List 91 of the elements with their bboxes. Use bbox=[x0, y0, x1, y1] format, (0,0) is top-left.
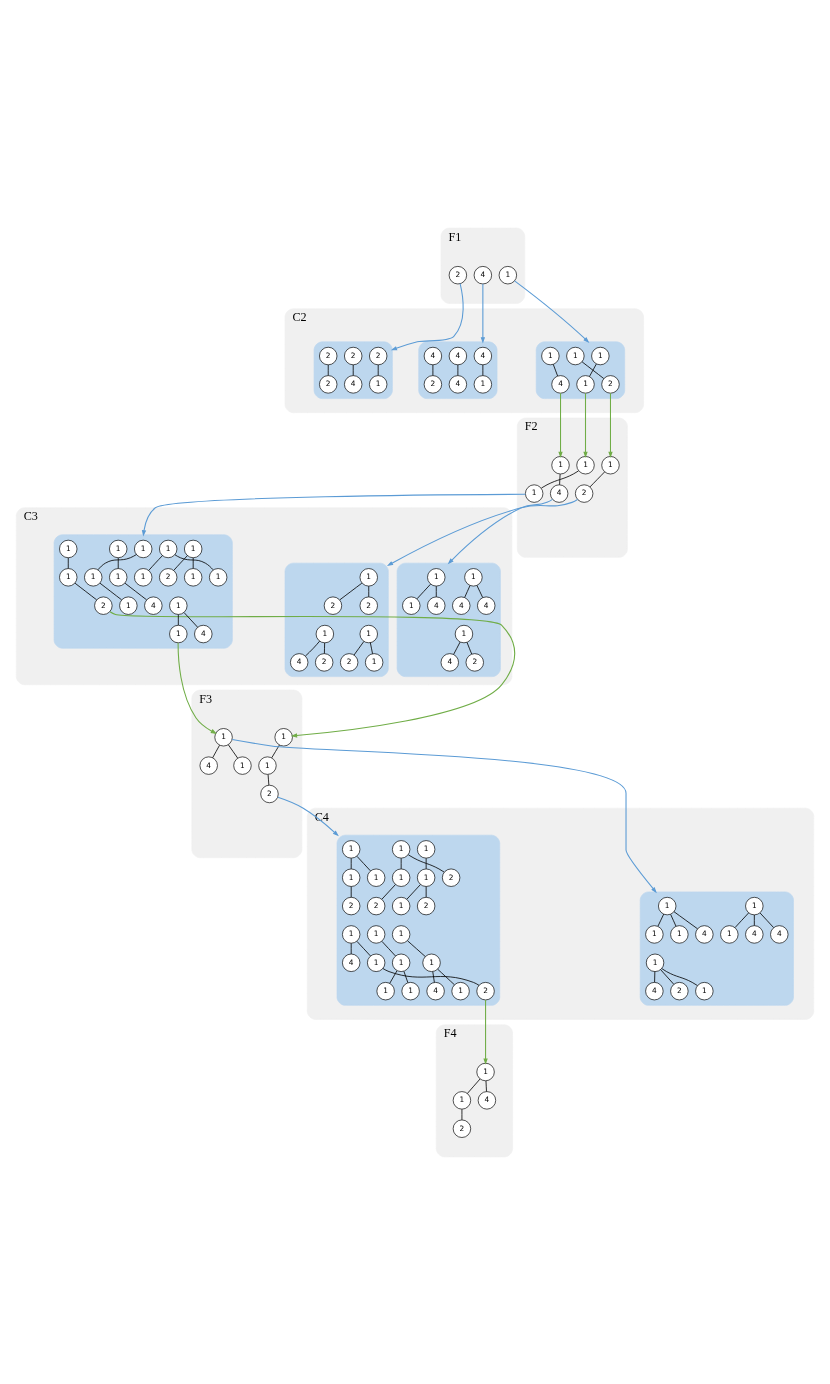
connector bbox=[485, 1080, 487, 1092]
connector bbox=[327, 364, 329, 376]
connector bbox=[400, 857, 402, 869]
connector bbox=[99, 582, 122, 600]
connector bbox=[425, 885, 427, 898]
arrow bbox=[514, 279, 590, 343]
connector bbox=[540, 470, 579, 488]
connector bbox=[183, 611, 198, 628]
connector bbox=[660, 968, 675, 985]
cluster bbox=[535, 341, 625, 399]
arrow bbox=[480, 283, 486, 343]
connector bbox=[759, 912, 774, 928]
connector bbox=[464, 584, 471, 598]
connector bbox=[581, 361, 605, 379]
connector bbox=[177, 613, 179, 626]
connector bbox=[457, 364, 459, 376]
connector bbox=[350, 942, 352, 954]
connector bbox=[350, 885, 352, 898]
connector bbox=[174, 553, 214, 570]
connector bbox=[406, 883, 421, 900]
connector bbox=[734, 912, 749, 928]
connector bbox=[368, 585, 370, 597]
arrow bbox=[583, 392, 588, 458]
arrow bbox=[177, 642, 217, 734]
connector bbox=[381, 883, 396, 900]
connector bbox=[377, 364, 379, 376]
connector bbox=[589, 363, 597, 377]
arrow bbox=[277, 796, 339, 836]
connector bbox=[673, 910, 698, 929]
cluster bbox=[313, 341, 393, 399]
connector bbox=[339, 582, 363, 600]
connector bbox=[753, 914, 755, 926]
connector bbox=[482, 364, 484, 376]
connector bbox=[654, 970, 656, 983]
connector bbox=[323, 642, 326, 654]
arrow bbox=[141, 493, 526, 536]
connector bbox=[416, 583, 431, 599]
connector bbox=[305, 640, 320, 656]
connector bbox=[192, 557, 194, 569]
cluster bbox=[284, 562, 389, 677]
connector bbox=[466, 1078, 481, 1094]
connector bbox=[403, 970, 409, 983]
connector bbox=[350, 857, 352, 869]
connector bbox=[381, 940, 396, 956]
connector bbox=[74, 582, 97, 600]
connector bbox=[670, 913, 677, 927]
connector bbox=[271, 744, 280, 758]
arrow bbox=[109, 610, 516, 738]
connector bbox=[356, 855, 371, 871]
connector bbox=[552, 363, 558, 376]
cluster bbox=[53, 533, 233, 649]
connector bbox=[389, 969, 398, 984]
connector bbox=[124, 582, 147, 600]
connector bbox=[435, 585, 437, 597]
connector bbox=[353, 640, 365, 655]
connector bbox=[437, 968, 455, 985]
connector bbox=[212, 744, 220, 758]
connector bbox=[97, 553, 137, 570]
connector bbox=[267, 773, 270, 785]
connector bbox=[369, 641, 373, 654]
arrow bbox=[558, 392, 563, 458]
connector bbox=[453, 641, 461, 655]
arrow bbox=[390, 282, 464, 350]
connector bbox=[432, 970, 435, 983]
arrow bbox=[231, 738, 657, 893]
connector bbox=[117, 557, 119, 569]
connector bbox=[476, 584, 484, 598]
connector bbox=[173, 554, 188, 571]
connector bbox=[589, 471, 606, 487]
arrow bbox=[483, 999, 488, 1065]
connector bbox=[407, 939, 426, 957]
connector bbox=[67, 557, 69, 569]
arrow bbox=[608, 392, 613, 458]
connector bbox=[657, 913, 665, 927]
connector bbox=[352, 364, 354, 376]
cluster bbox=[396, 562, 501, 677]
connector bbox=[148, 554, 163, 571]
arrow bbox=[447, 498, 553, 564]
cluster bbox=[336, 834, 501, 1006]
cluster bbox=[639, 891, 794, 1006]
connector bbox=[432, 364, 434, 376]
connector bbox=[407, 853, 445, 872]
connector bbox=[425, 857, 427, 869]
connector bbox=[382, 967, 480, 986]
arrow bbox=[386, 498, 579, 566]
connector bbox=[466, 641, 473, 655]
connector bbox=[661, 967, 698, 986]
connector bbox=[227, 743, 239, 758]
connector bbox=[356, 940, 371, 956]
connector bbox=[559, 473, 561, 485]
cluster bbox=[418, 341, 498, 399]
